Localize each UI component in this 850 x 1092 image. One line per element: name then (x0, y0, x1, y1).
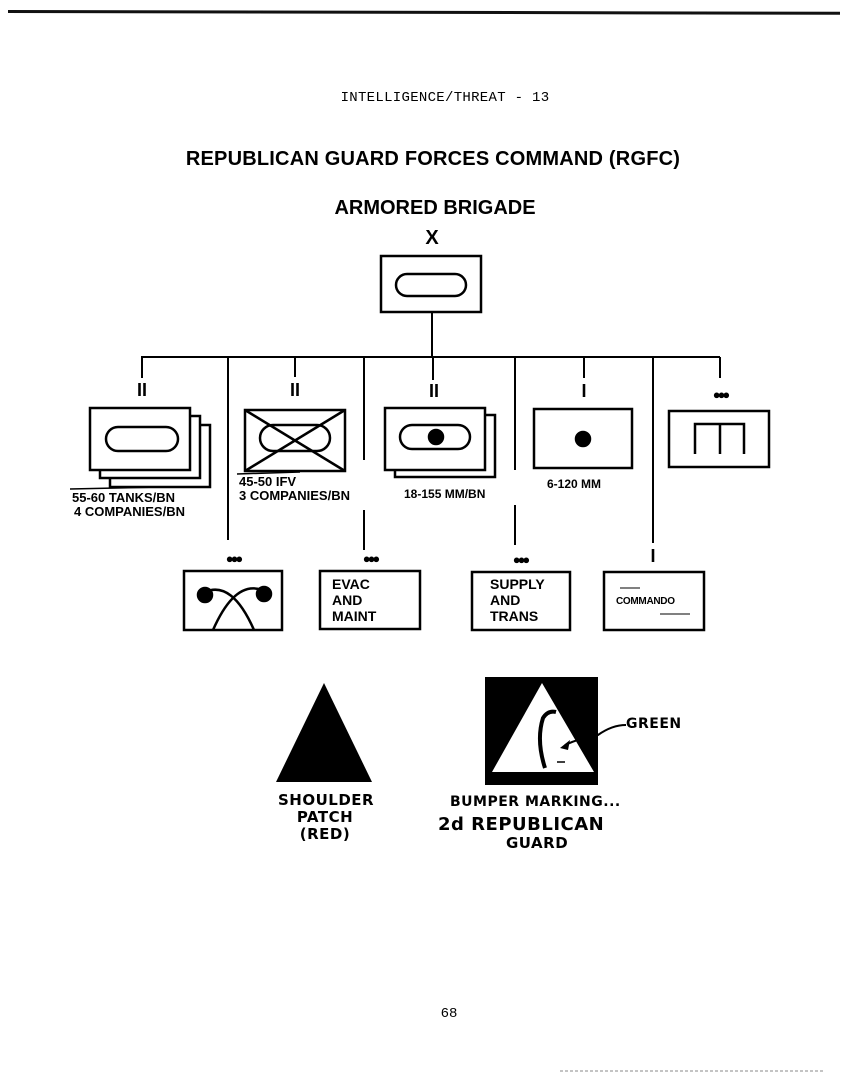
echelon-evac: ●●● (362, 551, 381, 566)
trans-line: TRANS (490, 608, 539, 624)
tank-battalion-symbol (88, 406, 212, 489)
echelon-mortar-co: I (581, 381, 587, 401)
evac-maint-box (318, 569, 422, 631)
echelon-supply: ●●● (512, 552, 531, 567)
tank-bn-label-1: 55-60 TANKS/BN (72, 490, 176, 505)
arty-bn-label: 18-155 MM/BN (404, 487, 486, 501)
label-underline (69, 486, 161, 490)
bumper-marking-label-1: BUMPER MARKING... (450, 794, 621, 810)
green-callout-label: GREEN (626, 716, 682, 732)
bumper-marking-symbol (485, 677, 627, 785)
engineer-unit-symbol (667, 409, 771, 469)
mortar-label: 6-120 MM (547, 477, 602, 491)
page-title: REPUBLICAN GUARD FORCES COMMAND (RGFC) (185, 148, 681, 170)
commando-box (602, 570, 706, 632)
label-underline (236, 471, 301, 475)
mech-infantry-battalion-symbol (243, 408, 347, 473)
echelon-root: X (425, 227, 439, 249)
bumper-marking-label-2: 2d REPUBLICAN (438, 814, 605, 835)
artillery-battalion-symbol (383, 406, 497, 479)
echelon-signal: ●●● (225, 551, 244, 566)
tank-bn-label-2: 4 COMPANIES/BN (74, 504, 185, 519)
mech-bn-label-1: 45-50 IFV (239, 474, 297, 489)
evac-maint-text: EVAC AND MAINT (332, 576, 376, 624)
supply-line: SUPPLY (490, 576, 545, 592)
bumper-marking-label-3: GUARD (506, 834, 569, 852)
page-subtitle: ARMORED BRIGADE (334, 197, 536, 219)
mech-bn-label-2: 3 COMPANIES/BN (239, 488, 350, 503)
maint-line: MAINT (332, 608, 377, 624)
brigade-armor-symbol (379, 254, 483, 314)
shoulder-patch-triangle (276, 683, 372, 782)
shoulder-patch-line: PATCH (296, 808, 354, 826)
echelon-commando: I (650, 546, 656, 566)
page-number: 68 (440, 1006, 458, 1022)
shoulder-patch-line: SHOULDER (278, 791, 375, 809)
echelon-arty-bn: II (428, 381, 439, 401)
echelon-engineer: ●●● (712, 387, 731, 402)
echelon-mech-bn: II (289, 380, 300, 400)
supply-trans-text: SUPPLY AND TRANS (490, 576, 545, 624)
shoulder-patch-label: SHOULDER PATCH (RED) (278, 791, 375, 843)
and-line: AND (490, 592, 521, 608)
commando-text: COMMANDO (616, 596, 675, 607)
evac-line: EVAC (332, 576, 370, 592)
echelon-tank-bn: II (136, 380, 147, 400)
page-header: INTELLIGENCE/THREAT - 13 (340, 90, 550, 106)
and-line: AND (332, 592, 363, 608)
shoulder-patch-line: (RED) (299, 825, 351, 843)
signal-unit-symbol (182, 569, 284, 632)
supply-trans-box (470, 570, 572, 632)
mortar-company-symbol (532, 407, 634, 470)
